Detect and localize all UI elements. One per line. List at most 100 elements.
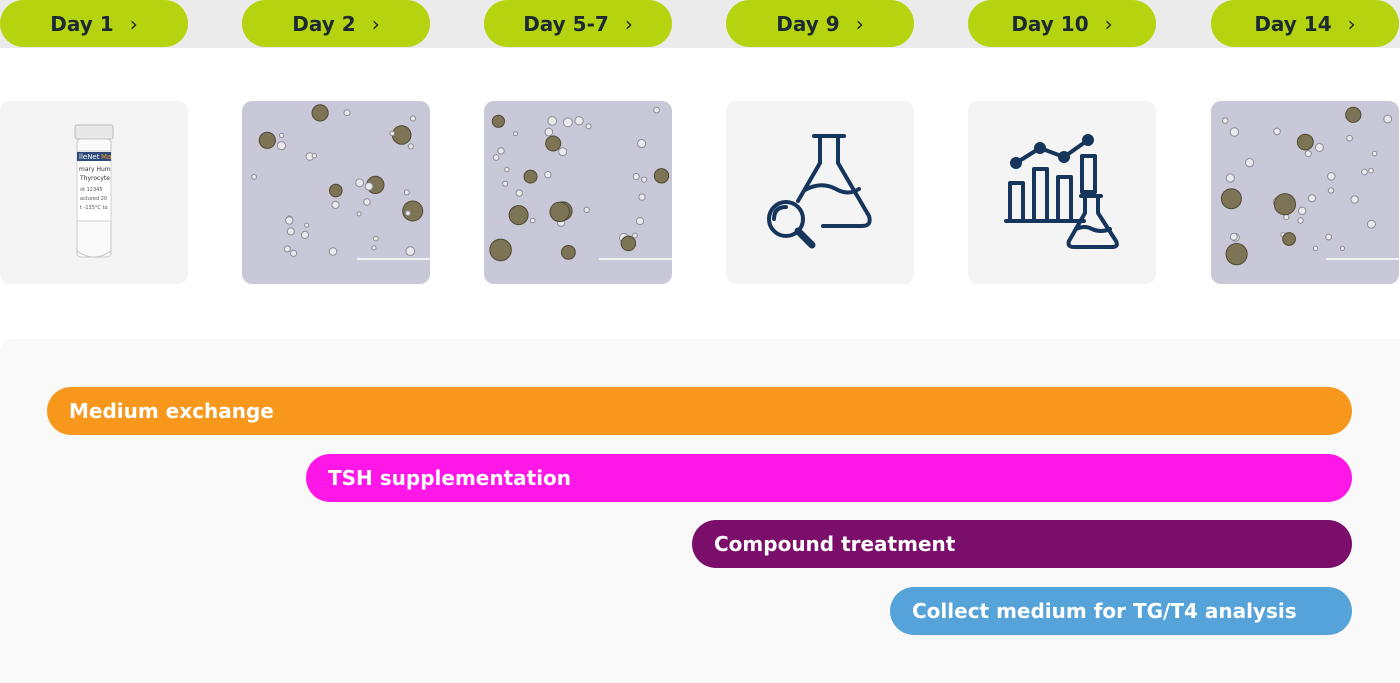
cell	[1383, 114, 1393, 124]
cell	[561, 245, 576, 260]
day-pill-2[interactable]: Day 2 ›	[242, 0, 430, 47]
phase-label: TSH supplementation	[328, 466, 572, 490]
flask-magnifier-tile	[726, 101, 914, 284]
cell	[364, 182, 374, 191]
cell	[641, 176, 648, 183]
day-pill-1[interactable]: Day 1 ›	[0, 0, 188, 47]
day-label: Day 1	[50, 11, 114, 36]
cell	[409, 115, 417, 122]
phase-label: Compound treatment	[714, 532, 956, 556]
cell	[653, 106, 660, 114]
cell	[286, 227, 295, 236]
cell	[1327, 187, 1335, 194]
cell	[391, 125, 412, 145]
cell	[1312, 245, 1319, 252]
chart-flask-tile	[968, 101, 1156, 284]
vial-text: t -135°C to	[80, 205, 108, 211]
cell	[356, 211, 362, 217]
cell	[1366, 219, 1376, 229]
vial-icon: lleNet Ma mary Hum Thyrocyte ot 12345 ac…	[74, 124, 114, 258]
vial-text: ot 12345	[80, 187, 103, 193]
cell	[311, 153, 318, 159]
cell	[1229, 127, 1240, 137]
cell	[1245, 158, 1255, 168]
cell	[331, 200, 340, 210]
cell	[389, 130, 395, 137]
vial-text: lleNet	[79, 153, 100, 161]
cell	[1282, 232, 1296, 246]
chevron-right-icon: ›	[371, 11, 380, 36]
cell	[1327, 172, 1336, 181]
cell	[583, 206, 590, 214]
cell	[562, 117, 573, 128]
cell	[1346, 134, 1353, 142]
cell	[492, 154, 500, 161]
chevron-right-icon: ›	[1104, 11, 1113, 36]
vial-text: Thyrocyte	[79, 175, 110, 182]
cell	[403, 189, 410, 196]
cell	[545, 135, 562, 152]
microscopy-cells	[1220, 106, 1399, 266]
cell	[258, 131, 276, 149]
phase-bar-compound-treatment: Compound treatment	[692, 520, 1352, 568]
cell	[1273, 127, 1281, 136]
cell	[585, 123, 592, 130]
cell	[1345, 106, 1362, 123]
cell	[278, 132, 285, 139]
cell	[504, 166, 510, 173]
cell	[276, 141, 287, 151]
day-pill-14[interactable]: Day 14 ›	[1211, 0, 1399, 47]
cell	[544, 171, 552, 179]
cell	[544, 127, 554, 137]
day-pill-5-7[interactable]: Day 5-7 ›	[484, 0, 672, 47]
microscopy-image-day-2	[242, 101, 430, 284]
cell	[328, 247, 338, 256]
microscopy-cells	[251, 104, 430, 260]
chevron-right-icon: ›	[1347, 11, 1356, 36]
cell	[558, 147, 568, 157]
vial-photo: lleNet Ma mary Hum Thyrocyte ot 12345 ac…	[0, 101, 188, 284]
chevron-right-icon: ›	[855, 11, 864, 36]
cell	[632, 173, 640, 181]
cell	[304, 222, 310, 228]
phase-bar-tsh-supplementation: TSH supplementation	[306, 454, 1352, 502]
cell	[1350, 195, 1359, 204]
day-pill-9[interactable]: Day 9 ›	[726, 0, 914, 47]
cell	[497, 147, 505, 155]
day-label: Day 10	[1011, 11, 1089, 36]
cell	[491, 114, 505, 128]
cell	[371, 245, 377, 251]
cell	[311, 104, 329, 122]
day-label: Day 14	[1254, 11, 1332, 36]
vial-text: mary Hum	[79, 166, 111, 173]
cell	[635, 217, 645, 226]
day-pill-10[interactable]: Day 10 ›	[968, 0, 1156, 47]
cell	[1304, 150, 1312, 158]
cell	[1361, 168, 1368, 176]
microscopy-image-day-5-7	[484, 101, 672, 284]
cell	[1220, 188, 1242, 210]
chevron-right-icon: ›	[129, 11, 138, 36]
cell	[283, 245, 291, 253]
phase-label: Medium exchange	[69, 399, 274, 423]
chart-flask-icon	[1004, 134, 1119, 249]
cell	[343, 109, 351, 117]
microscopy-image-day-14	[1211, 101, 1399, 284]
cell	[1296, 133, 1314, 151]
cell	[407, 143, 414, 150]
cell	[523, 169, 538, 184]
vial-text: actured 20	[80, 196, 107, 202]
cell	[547, 116, 557, 126]
cell	[515, 189, 523, 197]
cell	[1339, 245, 1346, 251]
cell	[638, 193, 646, 201]
timeline-track	[0, 0, 1400, 48]
cell	[1225, 173, 1235, 183]
cell	[300, 230, 310, 239]
cell	[1225, 243, 1248, 266]
cell	[1229, 232, 1238, 241]
cell	[574, 116, 584, 126]
phase-bar-medium-exchange: Medium exchange	[47, 387, 1352, 435]
cell	[549, 201, 570, 223]
cell	[251, 174, 258, 180]
